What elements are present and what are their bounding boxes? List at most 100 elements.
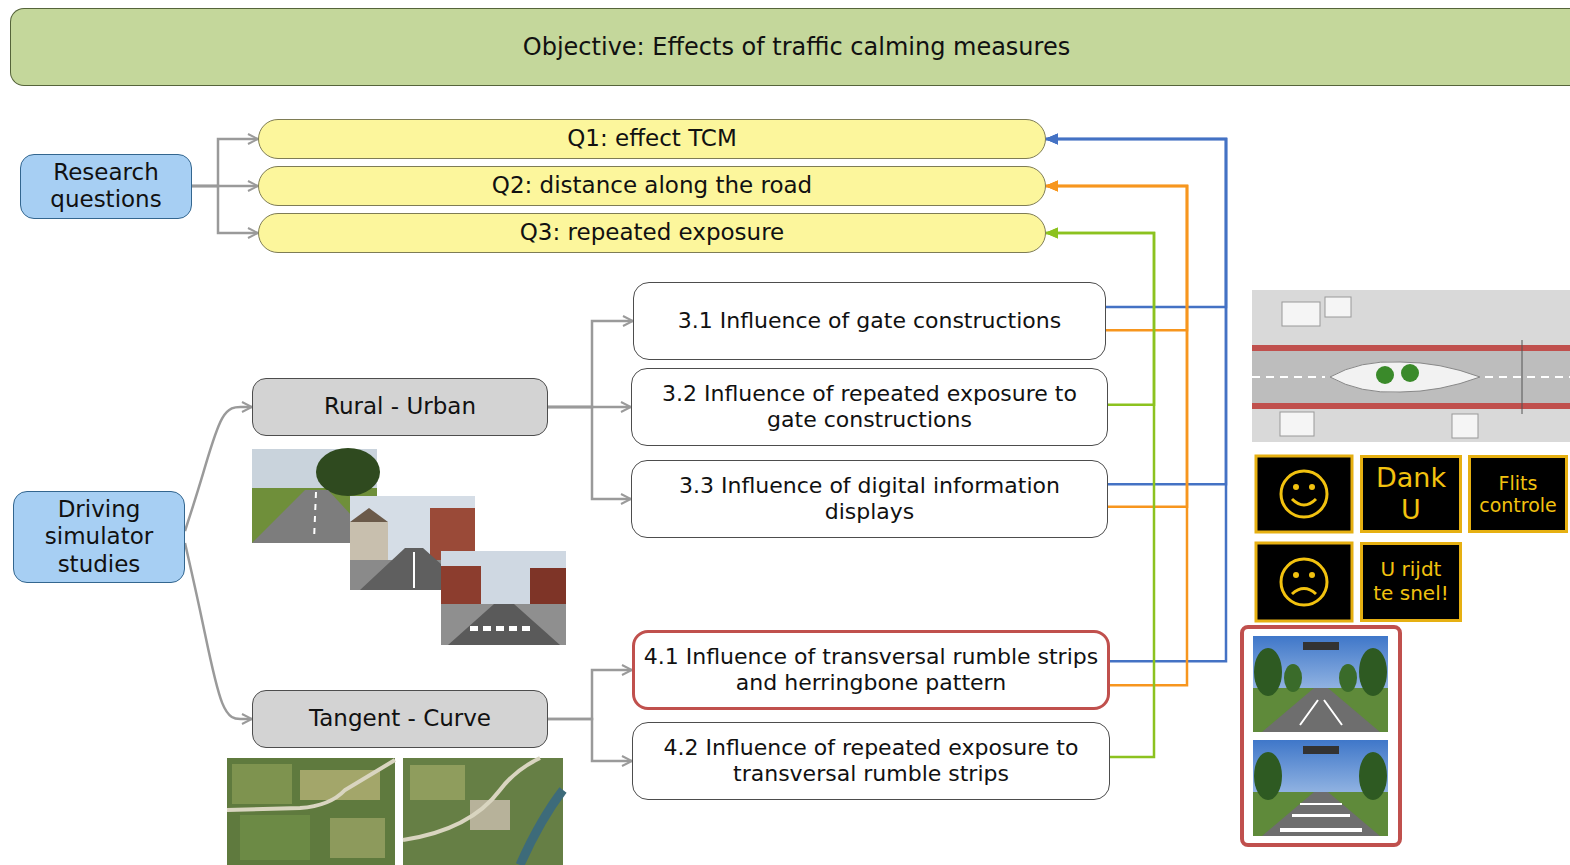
screen-tree — [1339, 664, 1357, 692]
photo-crosswalk — [470, 626, 530, 631]
node-text: Tangent - Curve — [309, 705, 491, 732]
crosswalk-stripe — [496, 626, 504, 631]
node-text: 4.1 Influence of transversal rumble stri… — [642, 644, 1100, 696]
aerial-map — [227, 758, 395, 865]
map-road — [227, 760, 395, 810]
plan-building — [1280, 412, 1314, 436]
plan-ground — [1252, 290, 1570, 442]
map-field — [410, 765, 465, 800]
photo-house — [530, 568, 566, 606]
node-text: Research questions — [30, 159, 182, 213]
map-field — [240, 815, 310, 860]
sign-box: Dank U — [1360, 455, 1462, 533]
smiley-eye — [1309, 572, 1315, 578]
study-box: 3.3 Influence of digital information dis… — [631, 460, 1108, 538]
sign-box: U rijdt te snel! — [1360, 542, 1462, 622]
smiley-eye — [1293, 572, 1299, 578]
screen-sky — [1253, 636, 1388, 732]
photo-road-marking — [413, 552, 415, 588]
urban-road-photo — [441, 551, 566, 645]
node-text: Rural - Urban — [324, 393, 476, 420]
screen-tree — [1284, 664, 1302, 692]
map-road — [403, 758, 540, 840]
smiley-mouth — [1292, 589, 1316, 595]
screen-display — [1303, 642, 1339, 650]
category-box: Rural - Urban — [252, 378, 548, 436]
smiley-eye — [1309, 484, 1315, 490]
gate-plan — [1252, 290, 1570, 442]
photo-road-marking — [314, 492, 316, 540]
node-text: U rijdt te snel! — [1370, 558, 1452, 605]
happy-sign — [1256, 456, 1352, 532]
photo-roof — [350, 508, 388, 522]
simulator-screenshot — [1253, 636, 1388, 732]
plan-tree — [1401, 364, 1419, 382]
crosswalk-stripe — [509, 626, 517, 631]
question-box: Q3: repeated exposure — [258, 213, 1046, 253]
smiley-face — [1281, 559, 1327, 605]
connector — [192, 186, 258, 233]
study-box: 3.2 Influence of repeated exposure to ga… — [631, 368, 1108, 446]
connector — [185, 407, 252, 531]
node-text: 3.1 Influence of gate constructions — [678, 308, 1061, 334]
photo-tree — [316, 448, 380, 496]
map-field — [232, 764, 292, 804]
crosswalk-stripe — [522, 626, 530, 631]
plan-building — [1452, 414, 1478, 438]
plan-tree — [1376, 366, 1394, 384]
highlight-frame — [1242, 627, 1400, 845]
node-text: 3.3 Influence of digital information dis… — [641, 473, 1098, 525]
photo-sky — [441, 551, 566, 645]
screen-tree — [1359, 648, 1387, 696]
photo-road — [448, 604, 560, 645]
plan-building — [1282, 302, 1320, 326]
question-box: Q2: distance along the road — [258, 166, 1046, 206]
node-text: Driving simulator studies — [23, 496, 175, 577]
plan-building — [1325, 297, 1351, 317]
screen-road — [1262, 792, 1380, 836]
connector — [548, 321, 633, 407]
sad-sign — [1256, 543, 1352, 621]
map-ground — [403, 758, 563, 865]
sign-frame — [1256, 543, 1352, 621]
connector — [548, 719, 632, 761]
connector — [548, 670, 632, 719]
study-box: 3.1 Influence of gate constructions — [633, 282, 1106, 360]
connector — [192, 139, 258, 186]
node-text: Q3: repeated exposure — [520, 219, 785, 246]
screen-rumble-strip — [1280, 828, 1362, 832]
study-box: 4.1 Influence of transversal rumble stri… — [632, 630, 1110, 710]
screen-tree — [1254, 648, 1282, 696]
objective-band: Objective: Effects of traffic calming me… — [10, 8, 1570, 86]
photo-pavement — [441, 604, 566, 645]
section-box: Driving simulator studies — [13, 491, 185, 583]
sign-box: Flits controle — [1468, 455, 1568, 533]
photo-house — [350, 522, 388, 562]
aerial-map — [403, 758, 563, 865]
smiley-mouth — [1292, 499, 1316, 505]
study-box: 4.2 Influence of repeated exposure to tr… — [632, 722, 1110, 800]
connector — [548, 407, 631, 499]
plan-marking — [1485, 376, 1570, 378]
screen-sky — [1253, 740, 1388, 836]
plan-island — [1330, 362, 1480, 392]
question-box: Q1: effect TCM — [258, 119, 1046, 159]
crosswalk-stripe — [483, 626, 491, 631]
plan-marking — [1252, 376, 1325, 378]
map-canal — [520, 790, 563, 865]
photo-house — [441, 566, 481, 606]
crosswalk-stripe — [470, 626, 478, 631]
section-box: Research questions — [20, 154, 192, 219]
map-ground — [227, 758, 395, 865]
smiley-eye — [1293, 484, 1299, 490]
screen-tree — [1254, 752, 1282, 800]
screen-grass — [1253, 792, 1388, 836]
node-text: Objective: Effects of traffic calming me… — [523, 33, 1070, 61]
node-text: 4.2 Influence of repeated exposure to tr… — [642, 735, 1100, 787]
simulator-screenshot — [1253, 740, 1388, 836]
node-text: Q1: effect TCM — [567, 125, 737, 152]
screen-herringbone — [1300, 700, 1342, 725]
node-text: 3.2 Influence of repeated exposure to ga… — [641, 381, 1098, 433]
screen-grass — [1253, 688, 1388, 732]
